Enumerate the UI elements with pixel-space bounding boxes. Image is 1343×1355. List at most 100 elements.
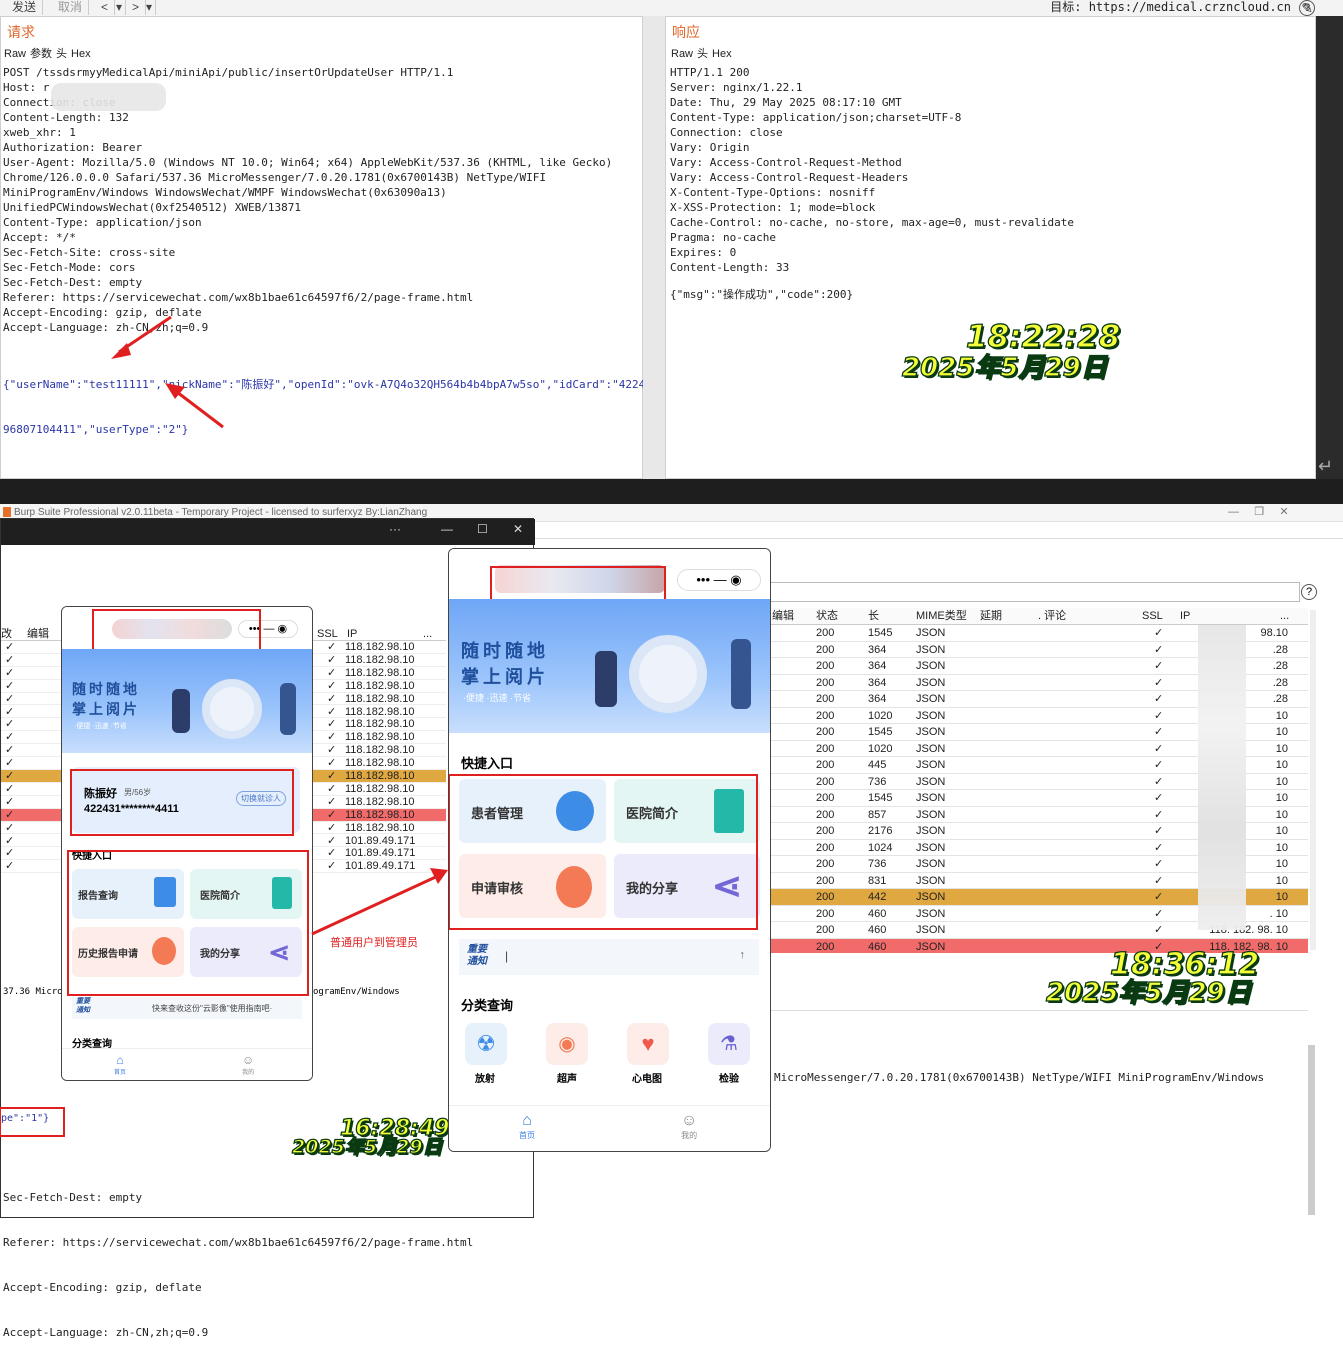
notice-bar[interactable]: 重要通知 快来查收这份"云影像"使用指南吧· xyxy=(72,997,302,1019)
message-editor[interactable]: MicroMessenger/7.0.20.1781(0x6700143B) N… xyxy=(770,1010,1308,1218)
filter-bar[interactable] xyxy=(770,582,1300,602)
tab-hex[interactable]: Hex xyxy=(71,48,91,60)
lab-test-icon[interactable]: ⚗ xyxy=(708,1023,750,1065)
separator xyxy=(0,479,1343,504)
cell-ssl: ✓ xyxy=(327,692,337,705)
tile-my-share[interactable]: 我的分享⋖ xyxy=(190,927,302,977)
radiation-icon[interactable]: ☢ xyxy=(465,1023,507,1065)
cell-length: 2176 xyxy=(868,825,893,837)
col-length[interactable]: 长 xyxy=(868,610,879,622)
ecg-icon[interactable]: ♥ xyxy=(627,1023,669,1065)
cell-mime: JSON xyxy=(916,627,946,639)
tab-mine[interactable]: ☺我的 xyxy=(681,1112,697,1141)
table-scrollbar[interactable] xyxy=(1310,610,1316,950)
col-ssl[interactable]: SSL xyxy=(1142,610,1163,622)
tab-headers[interactable]: 头 xyxy=(56,48,68,60)
tab-home[interactable]: ⌂首页 xyxy=(519,1112,535,1141)
window-controls[interactable]: — ❐ ✕ xyxy=(1228,506,1289,518)
request-editor[interactable]: POST /tssdsrmyyMedicalApi/miniApi/public… xyxy=(3,65,612,335)
help-icon[interactable]: ? xyxy=(1301,584,1317,600)
send-button[interactable]: 发送 xyxy=(6,0,44,15)
tile-application-review[interactable]: 申请审核 xyxy=(459,854,606,918)
cell-status: 200 xyxy=(816,907,835,920)
ultrasound-icon[interactable]: ◉ xyxy=(546,1023,588,1065)
col-ip[interactable]: IP xyxy=(1180,610,1191,622)
col-mime[interactable]: MIME类型 xyxy=(916,610,967,622)
editor-scrollbar[interactable] xyxy=(1308,1045,1315,1215)
tile-history-report[interactable]: 历史报告申请 xyxy=(72,927,184,977)
tab-mine[interactable]: ☺我的 xyxy=(242,1053,254,1076)
tile-patient-management[interactable]: 患者管理 xyxy=(459,779,606,843)
close-icon[interactable]: ✕ xyxy=(513,522,524,536)
capsule-menu[interactable]: ••• — ◉ xyxy=(677,569,761,591)
col-edit[interactable]: 编辑 xyxy=(27,628,49,640)
tab-raw[interactable]: Raw xyxy=(4,48,27,60)
col-ip[interactable]: IP xyxy=(347,628,358,640)
cancel-button[interactable]: 取消 xyxy=(52,0,90,15)
tab-raw[interactable]: Raw xyxy=(671,48,694,60)
back-button[interactable]: < xyxy=(95,0,116,15)
maximize-icon[interactable]: ☐ xyxy=(477,522,488,536)
response-line: Server: nginx/1.22.1 xyxy=(670,81,803,94)
cell-ssl: ✓ xyxy=(327,821,337,834)
target-label: 目标: https://medical.crzncloud.cn xyxy=(1050,0,1291,14)
cell-ssl: ✓ xyxy=(5,782,15,795)
tab-hex[interactable]: Hex xyxy=(712,48,732,60)
cell-ssl: ✓ xyxy=(5,808,15,821)
tab-home[interactable]: ⌂首页 xyxy=(114,1053,126,1076)
editor-line: Accept-Encoding: gzip, deflate xyxy=(3,1281,202,1294)
tile-hospital-intro[interactable]: 医院简介 xyxy=(614,779,760,843)
patient-card[interactable]: 陈振好 男/56岁 422431********4411 切换就诊人 xyxy=(72,767,300,833)
tile-report-query[interactable]: 报告查询 xyxy=(72,869,184,919)
cell-ssl: ✓ xyxy=(5,679,15,692)
switch-patient-button[interactable]: 切换就诊人 xyxy=(236,791,286,806)
col-status[interactable]: 状态 xyxy=(816,610,838,622)
notice-bar[interactable]: 重要通知 | ↑ xyxy=(459,939,759,975)
capsule-menu[interactable]: ••• — ◉ xyxy=(238,620,298,638)
more-icon[interactable]: ··· xyxy=(389,522,401,536)
tile-hospital-intro[interactable]: 医院简介 xyxy=(190,869,302,919)
col-delay[interactable]: 延期 xyxy=(980,610,1002,622)
col-ssl[interactable]: SSL xyxy=(317,628,338,640)
forward-button[interactable]: > xyxy=(126,0,147,15)
col-edit[interactable]: 编辑 xyxy=(772,610,794,622)
col-more[interactable]: ... xyxy=(423,628,433,640)
tab-headers[interactable]: 头 xyxy=(697,48,709,60)
tab-params[interactable]: 参数 xyxy=(30,48,53,60)
help-icon[interactable]: ? xyxy=(1299,0,1315,16)
col-more[interactable]: ... xyxy=(1280,610,1290,622)
panel-splitter[interactable] xyxy=(643,16,665,479)
banner: 随时随地 掌上阅片 ·便捷 ·迅速 ·节省 xyxy=(62,649,312,753)
request-line: Content-Type: application/json xyxy=(3,216,202,229)
col-comment[interactable]: . 评论 xyxy=(1038,610,1067,622)
back-dropdown-icon[interactable]: ▾ xyxy=(113,0,127,15)
minimize-icon[interactable]: — xyxy=(441,522,453,536)
response-title: 响应 xyxy=(672,24,700,40)
tile-my-share[interactable]: 我的分享⋖ xyxy=(614,854,760,918)
forward-dropdown-icon[interactable]: ▾ xyxy=(143,0,157,15)
cell-ip: . 10 xyxy=(1269,907,1288,920)
review-stamp-icon xyxy=(556,866,592,908)
banner-line2: 掌上阅片 xyxy=(72,701,140,717)
